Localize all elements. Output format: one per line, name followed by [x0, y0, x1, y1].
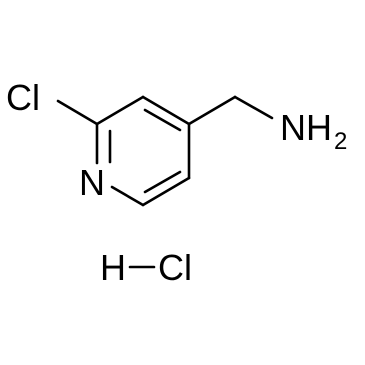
- bond-c2-c3: [95, 95, 145, 126]
- bond-c2-cl: [56, 99, 99, 126]
- salt-hydrogen-label: H: [100, 247, 126, 288]
- amine-group-label: NH: [280, 107, 332, 148]
- bond-c3-c4: [141, 95, 191, 126]
- amine-subscript: 2: [334, 128, 347, 155]
- pyridine-ring: [95, 95, 191, 207]
- nitrogen-atom-label: N: [79, 162, 105, 203]
- chlorine-atom-label: Cl: [6, 77, 40, 118]
- hydrochloride-salt: H Cl: [100, 247, 192, 288]
- bond-c6-n1: [110, 185, 145, 207]
- bond-c4-ch2: [187, 95, 237, 126]
- bond-ch2-n: [233, 95, 274, 120]
- bond-c5-c6: [141, 176, 191, 207]
- bond-c5-c6-inner: [143, 170, 182, 194]
- salt-chlorine-label: Cl: [158, 247, 192, 288]
- bond-c3-c4-inner: [143, 108, 182, 132]
